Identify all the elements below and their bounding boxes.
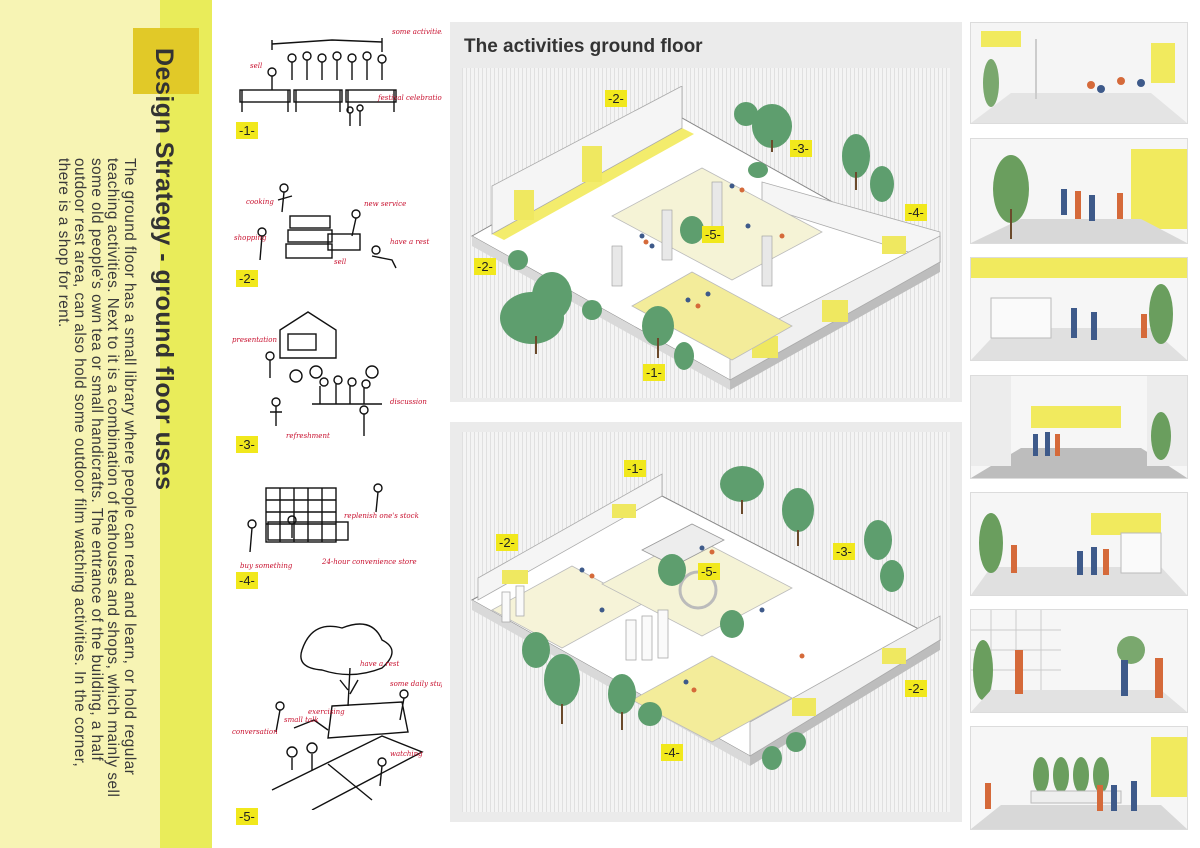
sketch-4-label: -4- bbox=[236, 572, 258, 589]
sketch-2-note-1: cooking bbox=[246, 198, 274, 206]
sketch-5-note-6: exercising bbox=[308, 708, 345, 716]
sidebar-title-band bbox=[160, 0, 212, 848]
sketch-2-note-2: new service bbox=[364, 200, 406, 208]
top-label-1: -2- bbox=[605, 90, 627, 107]
bottom-label-4: -3- bbox=[833, 543, 855, 560]
sketch-1-note-2: sell bbox=[250, 62, 262, 70]
axonometric-plan-bottom bbox=[462, 460, 950, 800]
sketch-1-note-1: some activities bbox=[392, 28, 442, 36]
bottom-label-5: -2- bbox=[905, 680, 927, 697]
perspective-image-4 bbox=[970, 375, 1188, 479]
sketch-1-note-3: festival celebration bbox=[377, 94, 442, 102]
top-label-5: -2- bbox=[474, 258, 496, 275]
top-label-3: -4- bbox=[905, 204, 927, 221]
sketch-4-note-2: buy something bbox=[240, 562, 293, 570]
sketch-2-label: -2- bbox=[236, 270, 258, 287]
top-label-2: -3- bbox=[790, 140, 812, 157]
bottom-label-3: -5- bbox=[698, 563, 720, 580]
sketch-1: some activities sell festival celebratio… bbox=[232, 22, 442, 132]
sketch-5: have a rest watching some daily stuff sm… bbox=[232, 610, 442, 810]
sketch-5-note-4: small talk bbox=[284, 716, 319, 724]
description-text: The ground floor has a small library whe… bbox=[55, 158, 138, 798]
sketch-2-note-5: sell bbox=[334, 258, 346, 266]
sketch-4-note-1: replenish one's stock bbox=[344, 512, 419, 520]
top-label-4: -5- bbox=[702, 226, 724, 243]
bottom-label-2: -2- bbox=[496, 534, 518, 551]
panel-title: The activities ground floor bbox=[464, 36, 703, 57]
sketch-2: cooking new service shopping have a rest… bbox=[232, 176, 442, 276]
sidebar-background bbox=[0, 0, 160, 848]
perspective-image-2 bbox=[970, 138, 1188, 244]
sketch-2-note-4: have a rest bbox=[390, 238, 429, 246]
sketch-5-note-3: some daily stuff bbox=[390, 680, 442, 688]
bottom-label-6: -4- bbox=[661, 744, 683, 761]
sketch-4-note-3: 24-hour convenience store bbox=[321, 558, 417, 566]
title-accent-block bbox=[133, 28, 199, 94]
axonometric-plan-top bbox=[462, 86, 950, 396]
top-label-6: -1- bbox=[643, 364, 665, 381]
perspective-image-5 bbox=[970, 492, 1188, 596]
page-title: Design Strategy - ground floor uses bbox=[150, 48, 178, 491]
perspective-image-7 bbox=[970, 726, 1188, 830]
sketch-5-note-5: conversation bbox=[232, 728, 278, 736]
bottom-label-1: -1- bbox=[624, 460, 646, 477]
sketch-5-label: -5- bbox=[236, 808, 258, 825]
perspective-image-3 bbox=[970, 257, 1188, 361]
sketch-3: presentation discussion refreshment bbox=[232, 306, 442, 446]
sketch-5-note-1: have a rest bbox=[360, 660, 399, 668]
sketch-3-label: -3- bbox=[236, 436, 258, 453]
sketch-3-note-2: discussion bbox=[390, 398, 427, 406]
sketch-1-label: -1- bbox=[236, 122, 258, 139]
sketch-5-note-2: watching bbox=[390, 750, 423, 758]
sketch-4: replenish one's stock buy something 24-h… bbox=[232, 472, 442, 582]
perspective-image-1 bbox=[970, 22, 1188, 124]
sketch-3-note-1: presentation bbox=[232, 336, 277, 344]
sketch-2-note-3: shopping bbox=[234, 234, 267, 242]
sketch-3-note-3: refreshment bbox=[286, 432, 330, 440]
perspective-image-6 bbox=[970, 609, 1188, 713]
